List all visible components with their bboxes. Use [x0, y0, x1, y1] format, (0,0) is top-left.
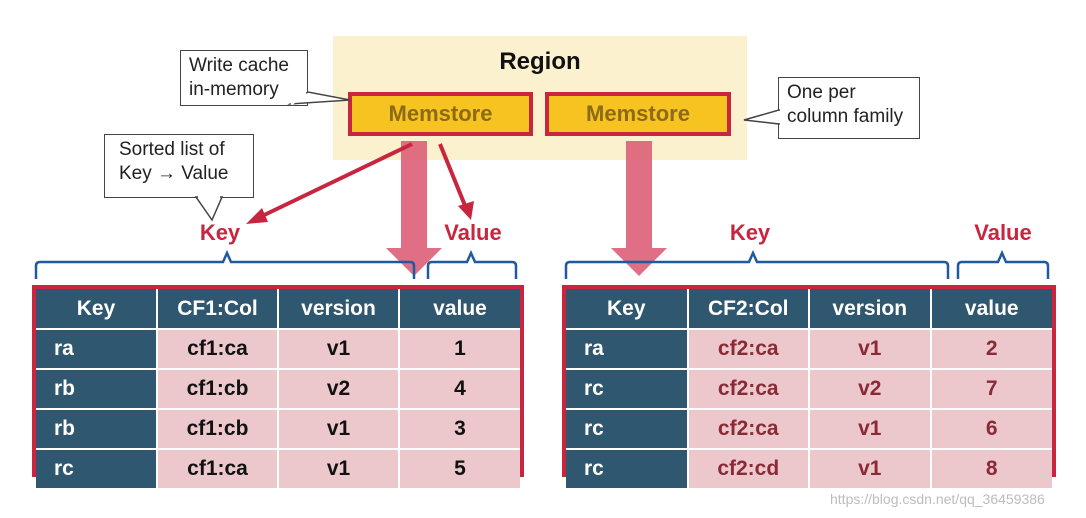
cell-column: cf1:ca	[157, 329, 279, 370]
cell-value: 7	[930, 369, 1052, 410]
label-value-left: Value	[444, 220, 502, 245]
cell-version: v1	[809, 409, 932, 450]
cell-version: v1	[278, 449, 400, 488]
key-arrow-head	[246, 208, 268, 224]
label-key-left: Key	[199, 220, 241, 245]
value-brace-right	[956, 249, 1050, 279]
row-key: rb	[36, 409, 158, 450]
callout-one-per-family: One per column family	[778, 77, 920, 139]
table-row: ra cf1:ca v1 1	[36, 329, 520, 370]
table-row: rc cf2:ca v1 6	[566, 409, 1052, 450]
row-key: ra	[36, 329, 158, 370]
cell-value: 4	[399, 369, 520, 410]
header-version: version	[278, 289, 400, 330]
cell-version: v1	[278, 329, 400, 370]
table-cf2: Key CF2:Col version value ra cf2:ca v1 2…	[562, 285, 1056, 488]
cell-value: 2	[930, 329, 1052, 370]
flow-arrow-left	[386, 141, 442, 276]
cell-value: 3	[399, 409, 520, 450]
cell-column: cf2:cd	[687, 449, 810, 488]
key-arrow-line	[257, 142, 413, 220]
region-title: Region	[499, 48, 581, 75]
cell-column: cf1:cb	[157, 369, 279, 410]
callout-tail-onepr	[743, 109, 780, 125]
table-row: rc cf2:ca v2 7	[566, 369, 1052, 410]
header-column: CF2:Col	[687, 289, 810, 330]
key-brace-right	[564, 249, 950, 279]
row-key: rc	[566, 449, 689, 488]
label-value-right: Value	[974, 220, 1032, 245]
table-cf1: Key CF1:Col version value ra cf1:ca v1 1…	[32, 285, 524, 488]
row-key: ra	[566, 329, 689, 370]
cell-value: 8	[930, 449, 1052, 488]
label-key-right: Key	[729, 220, 771, 245]
row-key: rc	[36, 449, 158, 488]
callout-sorted-list: Sorted list of Key → Value	[104, 134, 254, 198]
callout-write-cache: Write cache in-memory	[180, 50, 308, 106]
row-key: rb	[36, 369, 158, 410]
memstore-cf1: Memstore	[348, 92, 533, 136]
table-row: rc cf1:ca v1 5	[36, 449, 520, 488]
header-value: value	[399, 289, 520, 330]
header-value: value	[930, 289, 1052, 330]
cell-column: cf2:ca	[687, 409, 810, 450]
row-key: rc	[566, 369, 689, 410]
cell-version: v2	[278, 369, 400, 410]
cell-value: 5	[399, 449, 520, 488]
cell-value: 1	[399, 329, 520, 370]
callout-tail-sorted	[194, 196, 224, 222]
cell-column: cf1:cb	[157, 409, 279, 450]
table-row: rb cf1:cb v1 3	[36, 409, 520, 450]
cell-column: cf2:ca	[687, 369, 810, 410]
key-brace-left	[34, 249, 416, 279]
value-arrow-head	[458, 201, 474, 220]
header-key: Key	[36, 289, 158, 330]
cell-version: v2	[809, 369, 932, 410]
flow-arrow-right	[611, 141, 667, 276]
header-key: Key	[566, 289, 689, 330]
cell-column: cf2:ca	[687, 329, 810, 370]
cell-column: cf1:ca	[157, 449, 279, 488]
table-row: rb cf1:cb v2 4	[36, 369, 520, 410]
cell-version: v1	[809, 449, 932, 488]
row-key: rc	[566, 409, 689, 450]
table-row: ra cf2:ca v1 2	[566, 329, 1052, 370]
value-arrow-line	[438, 143, 468, 209]
cell-version: v1	[278, 409, 400, 450]
header-version: version	[809, 289, 932, 330]
cell-value: 6	[930, 409, 1052, 450]
value-brace-left	[426, 249, 518, 279]
watermark-url: https://blog.csdn.net/qq_36459386	[830, 491, 1045, 507]
table-row: rc cf2:cd v1 8	[566, 449, 1052, 488]
cell-version: v1	[809, 329, 932, 370]
memstore-cf2: Memstore	[545, 92, 731, 136]
header-column: CF1:Col	[157, 289, 279, 330]
